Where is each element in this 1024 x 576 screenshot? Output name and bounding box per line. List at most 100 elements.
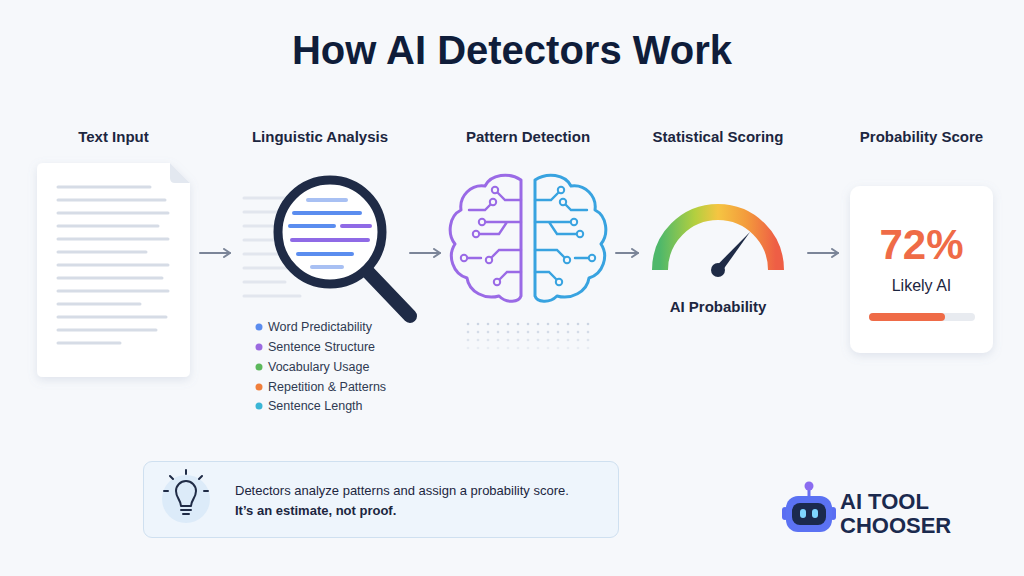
magnifier-icon <box>278 180 382 284</box>
dot-grid <box>577 347 580 350</box>
flow-arrow <box>410 252 440 254</box>
detection-stage: Pattern Detection <box>442 126 614 356</box>
dot-grid <box>497 331 500 334</box>
dot-grid <box>467 347 470 350</box>
bullet-dots <box>256 344 263 351</box>
dot-grid <box>497 323 500 326</box>
dot-grid <box>537 347 540 350</box>
analysis-stage: Linguistic AnalysisWord PredictabilitySe… <box>232 126 408 416</box>
dot-grid <box>577 331 580 334</box>
feature-item: Word Predictability <box>268 319 418 335</box>
robot-logo <box>786 496 832 532</box>
magnifier-icon <box>312 265 342 269</box>
feature-item: Sentence Structure <box>268 339 418 355</box>
score-value: 72% <box>810 222 1024 268</box>
note-emphasis: It’s an estimate, not proof. <box>235 502 615 520</box>
document-icon <box>58 225 158 228</box>
score-verdict: Likely AI <box>810 276 1024 296</box>
gauge-icon <box>715 232 750 273</box>
bullet-dots <box>256 403 263 410</box>
document-icon <box>58 316 166 319</box>
dot-grid <box>487 339 490 342</box>
stage-heading: Linguistic Analysis <box>192 127 448 147</box>
robot-logo <box>808 489 811 497</box>
robot-logo <box>792 503 826 525</box>
feature-item: Sentence Length <box>268 398 418 414</box>
brand-name: AI TOOL CHOOSER <box>840 490 965 538</box>
note-box: Detectors analyze patterns and assign a … <box>143 461 619 538</box>
magnifier-icon <box>244 197 292 200</box>
bullet-dots <box>256 364 263 371</box>
dot-grid <box>567 347 570 350</box>
dot-grid <box>477 331 480 334</box>
dot-grid <box>557 347 560 350</box>
document-icon <box>58 277 162 280</box>
document-icon <box>58 238 168 241</box>
dot-grid <box>467 323 470 326</box>
dot-grid <box>537 323 540 326</box>
gauge-label: AI Probability <box>600 297 836 317</box>
dot-grid <box>487 347 490 350</box>
flow-arrow <box>616 252 638 254</box>
magnifier-icon <box>292 238 368 242</box>
scoring-stage: Statistical ScoringAI Probability <box>640 126 796 326</box>
dot-grid <box>577 323 580 326</box>
magnifier-icon <box>244 198 300 296</box>
robot-logo <box>800 509 806 518</box>
document-icon <box>37 163 190 377</box>
brain-icon <box>450 175 606 301</box>
stage-heading: Text Input <box>0 127 230 147</box>
dot-grid <box>587 331 590 334</box>
dot-grid <box>547 323 550 326</box>
flow-arrow <box>200 252 230 254</box>
dot-grid <box>517 323 520 326</box>
input-stage: Text Input <box>37 126 190 378</box>
dot-grid <box>477 323 480 326</box>
dot-grid <box>517 331 520 334</box>
document-icon <box>58 290 168 293</box>
robot-logo <box>830 507 836 520</box>
dot-grid <box>587 347 590 350</box>
note-text: Detectors analyze patterns and assign a … <box>235 482 615 500</box>
dot-grid <box>547 339 550 342</box>
document-icon <box>58 303 140 306</box>
feature-item: Vocabulary Usage <box>268 359 418 375</box>
diagram-title: How AI Detectors Work <box>0 26 1024 74</box>
gauge-icon <box>660 212 776 277</box>
dot-grid <box>557 339 560 342</box>
robot-logo <box>805 482 814 491</box>
gauge-icon <box>660 212 776 270</box>
dot-grid <box>487 331 490 334</box>
dot-grid <box>567 339 570 342</box>
magnifier-icon <box>244 211 288 214</box>
dot-grid <box>587 339 590 342</box>
dot-grid <box>527 331 530 334</box>
score-card <box>850 186 993 353</box>
dot-grid <box>517 339 520 342</box>
dot-grid <box>517 347 520 350</box>
dot-grid <box>497 339 500 342</box>
document-icon <box>170 163 190 183</box>
magnifier-icon <box>244 281 285 284</box>
dot-grid <box>587 323 590 326</box>
document-icon <box>58 187 168 343</box>
dot-grid <box>547 347 550 350</box>
gauge-icon <box>711 263 725 277</box>
dot-grid <box>497 347 500 350</box>
brain-icon <box>450 175 521 301</box>
dot-grid <box>537 331 540 334</box>
magnifier-icon <box>244 239 286 242</box>
dot-grid <box>557 331 560 334</box>
score-card <box>850 186 993 353</box>
document-icon <box>58 342 120 345</box>
bullet-dots <box>256 384 263 391</box>
magnifier-icon <box>308 198 346 202</box>
dot-grid <box>477 339 480 342</box>
magnifier-icon <box>244 225 290 228</box>
dot-grid <box>567 323 570 326</box>
bullet-dots <box>256 324 263 410</box>
document-icon <box>58 186 150 189</box>
stage-heading: Statistical Scoring <box>600 127 836 147</box>
robot-logo <box>812 509 818 518</box>
dot-grid <box>547 331 550 334</box>
